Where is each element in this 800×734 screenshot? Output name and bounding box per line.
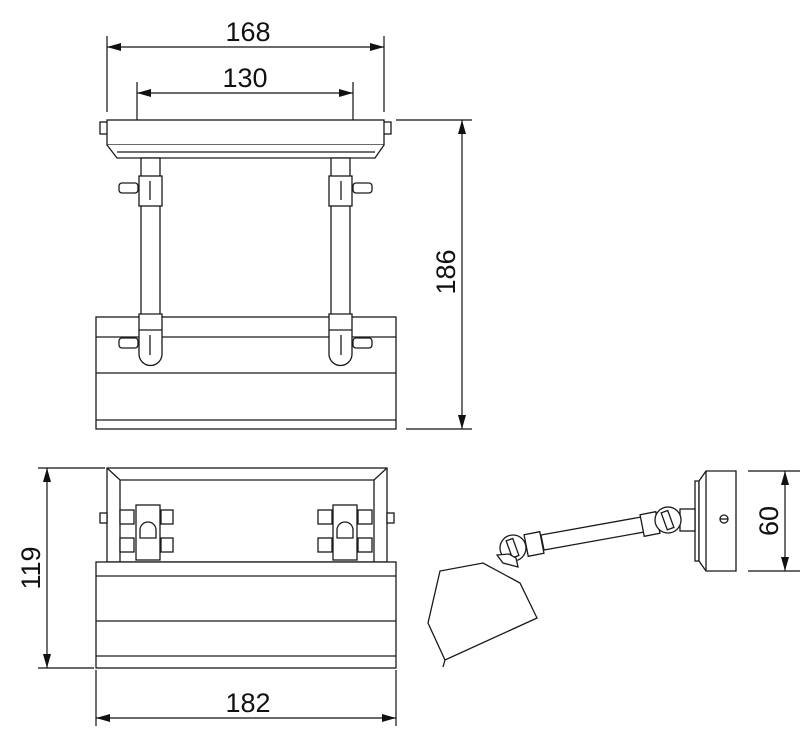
dimension-168: 168 (106, 17, 385, 112)
wall-bracket (99, 119, 392, 159)
lamp-head-top (95, 313, 397, 430)
dim-label-119: 119 (16, 546, 46, 589)
dim-label-182: 182 (225, 688, 270, 718)
side-view: 60 (427, 470, 800, 668)
dim-label-168: 168 (225, 17, 270, 47)
joint-clamps (119, 504, 373, 561)
support-rods (118, 157, 373, 324)
dim-label-186: 186 (431, 249, 461, 294)
dimension-186: 186 (396, 119, 472, 430)
dimension-182: 182 (95, 670, 397, 726)
dimension-130: 130 (136, 63, 354, 133)
wall-plate-side (679, 470, 737, 572)
dim-label-130: 130 (222, 63, 267, 93)
dimension-119: 119 (16, 467, 105, 669)
lamp-head-front (95, 561, 397, 669)
dimension-60: 60 (748, 470, 800, 572)
dim-label-60: 60 (754, 506, 784, 536)
lamp-shade-side (427, 562, 538, 668)
top-view: 168 130 186 (95, 17, 472, 430)
front-view: 119 182 (16, 467, 397, 726)
arm (495, 506, 682, 568)
